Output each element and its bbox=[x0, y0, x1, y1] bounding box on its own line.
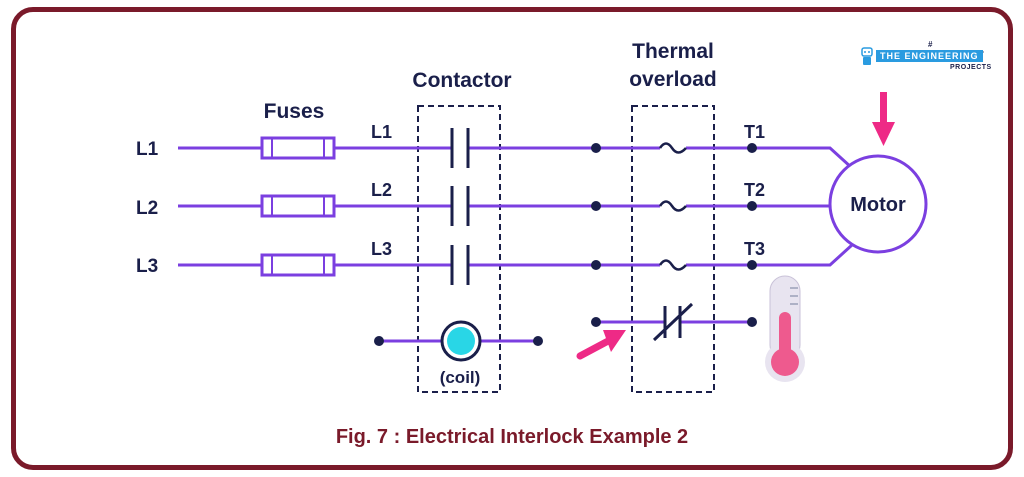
logo-name: THE ENGINEERING bbox=[876, 50, 983, 62]
terminal-label: T3 bbox=[744, 239, 765, 259]
terminal-label: T1 bbox=[744, 122, 765, 142]
motor-icon bbox=[828, 154, 928, 254]
terminal-label: T2 bbox=[744, 180, 765, 200]
fuse-l2 bbox=[260, 194, 336, 218]
thermal-label-line1: Thermal bbox=[632, 40, 714, 63]
motor-label: Motor bbox=[850, 194, 906, 216]
fuse-l3 bbox=[260, 253, 336, 277]
line-label-in: L3 bbox=[136, 256, 158, 277]
junction-dots bbox=[374, 143, 757, 346]
line-label-mid: L3 bbox=[371, 239, 392, 259]
coil-icon bbox=[447, 327, 475, 355]
line-label-mid: L2 bbox=[371, 180, 392, 200]
fuses bbox=[260, 136, 336, 277]
coil-label: (coil) bbox=[440, 368, 481, 387]
contactor-contacts bbox=[450, 128, 470, 285]
motor-arrow-shaft bbox=[880, 92, 887, 126]
line-label-in: L1 bbox=[136, 139, 159, 160]
contactor-label: Contactor bbox=[412, 69, 511, 92]
thermometer-icon bbox=[765, 275, 805, 382]
logo-sub: PROJECTS bbox=[950, 64, 992, 71]
thermal-heaters bbox=[658, 142, 687, 271]
thermal-label-line2: overload bbox=[629, 68, 717, 91]
line-label-in: L2 bbox=[136, 198, 158, 219]
figure-caption: Fig. 7 : Electrical Interlock Example 2 bbox=[335, 426, 689, 448]
contactor-box bbox=[417, 105, 501, 393]
phase-wires bbox=[178, 146, 854, 343]
overload-nc-contact bbox=[652, 302, 694, 342]
robot-icon bbox=[860, 46, 874, 68]
overload-arrow-icon bbox=[576, 330, 626, 360]
fuse-l1 bbox=[260, 136, 336, 160]
arrows bbox=[872, 92, 895, 146]
brand-logo: # technopreneur THE ENGINEERING PROJECTS bbox=[858, 40, 991, 76]
motor-arrow-icon bbox=[872, 122, 895, 146]
fuses-label: Fuses bbox=[264, 100, 325, 123]
thermal-overload-box bbox=[631, 105, 715, 393]
line-label-mid: L1 bbox=[371, 122, 392, 142]
